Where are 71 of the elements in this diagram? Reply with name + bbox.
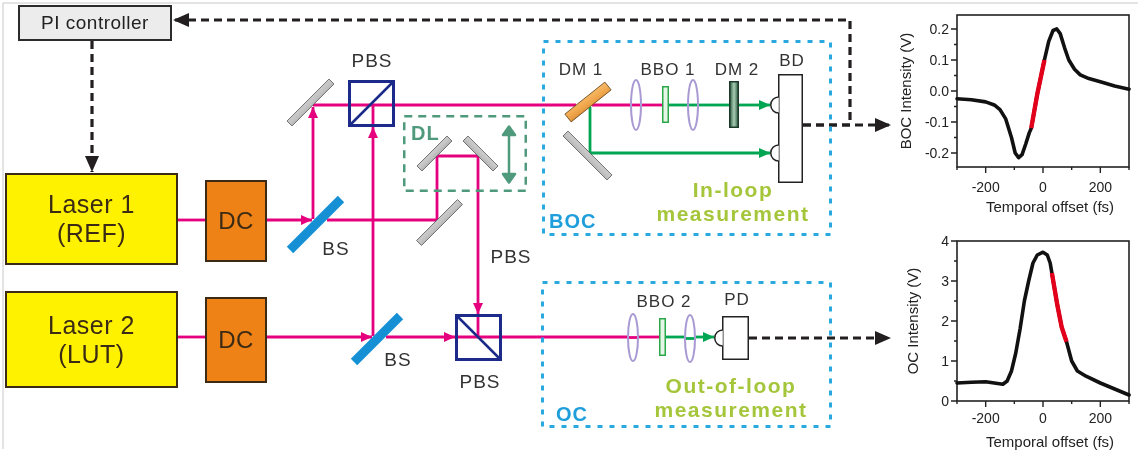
beam-line	[395, 103, 576, 107]
axis-title: Temporal offset (fs)	[985, 198, 1115, 216]
component-label: DM 1	[558, 60, 604, 80]
component-label: PI controller	[41, 12, 149, 34]
beam-line	[699, 103, 729, 107]
component-label: DL	[411, 121, 440, 145]
beam-line	[178, 335, 205, 339]
beam-line	[327, 218, 437, 222]
group-label: OC	[556, 402, 588, 426]
tick-label: 0.2	[929, 20, 949, 37]
beam-arrow	[267, 332, 372, 342]
group-label: BOC	[549, 209, 597, 233]
tick-label: 200	[1088, 178, 1112, 196]
beam-arrow	[696, 332, 714, 342]
component-label: BS	[322, 238, 350, 260]
tick-label: -0.1	[924, 113, 949, 131]
laser-box	[5, 173, 178, 265]
tick-label: 0	[1039, 409, 1047, 427]
controller-box	[18, 5, 172, 41]
beam-arrow	[267, 215, 312, 225]
beam-line	[437, 154, 478, 158]
component-label: DM 2	[714, 60, 760, 80]
tick-label: 2	[941, 312, 949, 330]
laser-box	[5, 291, 178, 388]
beam-line	[639, 335, 659, 339]
beam-line	[178, 218, 205, 222]
beam-arrow	[368, 127, 378, 336]
tick-label: 0	[1039, 178, 1047, 196]
beam-line	[502, 335, 627, 339]
tick-label: 3	[941, 272, 949, 290]
group-caption: Out-of-loop measurement	[654, 374, 808, 422]
group-caption: In-loop measurement	[656, 178, 810, 226]
beam-arrow	[473, 156, 483, 314]
axis-title: OC Intensity (V)	[904, 267, 922, 375]
dashed-arrow	[803, 118, 891, 132]
component-label: DC	[218, 326, 254, 354]
tick-label: 0.1	[929, 51, 949, 68]
beam-arrow	[590, 148, 770, 158]
component-label: BD	[779, 51, 805, 71]
axis-title: BOC Intensity (V)	[897, 32, 915, 150]
tick-label: -0.2	[924, 145, 949, 162]
tick-label: 0	[941, 392, 949, 410]
component-label: Laser 1 (REF)	[47, 190, 136, 248]
beam-line	[313, 103, 348, 107]
component-label: PD	[724, 290, 750, 310]
component-label: BBO 2	[636, 292, 692, 312]
beam-line	[435, 156, 439, 220]
component-label: DC	[218, 207, 254, 235]
axis-title: Temporal offset (fs)	[985, 433, 1115, 451]
component-box	[205, 297, 267, 383]
component-label: PBS	[459, 371, 501, 393]
tick-label: -200	[971, 409, 1000, 427]
component-label: Laser 2 (LUT)	[47, 310, 136, 369]
beam-line	[588, 107, 592, 153]
component-label: BBO 1	[640, 60, 696, 80]
beam-line	[642, 103, 662, 107]
beam-arrow	[739, 100, 770, 110]
tick-label: 4	[941, 232, 949, 250]
beam-line	[592, 103, 630, 107]
tick-label: -200	[971, 178, 1000, 196]
tick-label: 0.0	[929, 82, 949, 100]
dashed-arrow	[85, 41, 99, 172]
component-label: BS	[384, 349, 412, 371]
component-label: PBS	[490, 246, 532, 268]
tick-label: 200	[1088, 409, 1112, 427]
tick-label: 1	[941, 352, 949, 370]
beam-arrow	[386, 332, 455, 342]
dashed-arrow	[749, 331, 891, 345]
component-label: PBS	[351, 50, 393, 72]
beam-arrow	[308, 107, 318, 219]
component-box	[205, 180, 267, 262]
